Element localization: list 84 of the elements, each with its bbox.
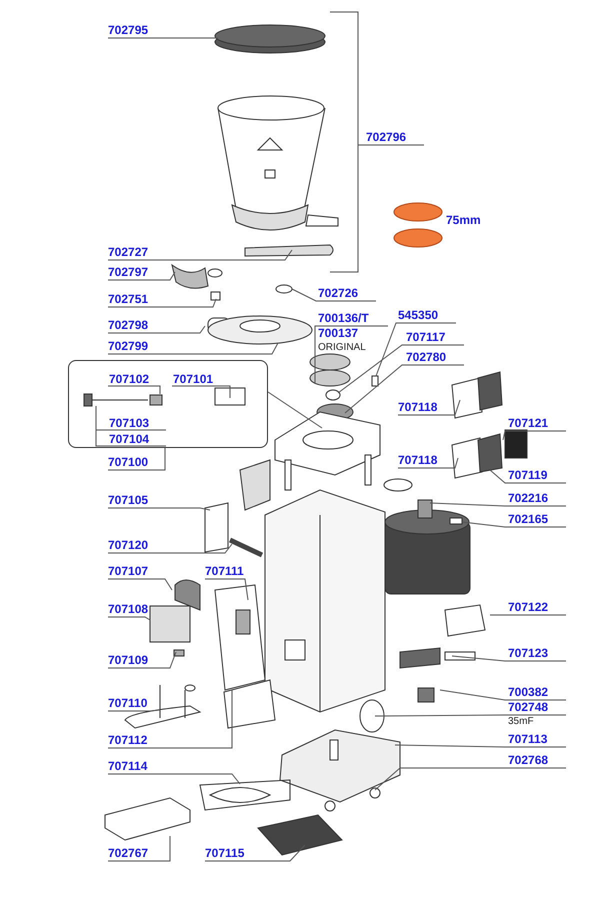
part-number: 707102 — [109, 371, 167, 387]
part-number: 702767 — [108, 845, 166, 861]
leader-line — [108, 836, 170, 862]
part-number: 707101 — [173, 371, 231, 387]
part-number: 707109 — [108, 652, 166, 668]
leader-line — [108, 342, 278, 354]
leader-line — [108, 326, 206, 334]
leader-line — [374, 714, 566, 716]
part-number: 707112 — [108, 732, 166, 748]
note-text: ORIGINAL — [318, 342, 366, 354]
leader-line — [108, 652, 176, 668]
part-number: 707121 — [508, 415, 566, 431]
leader-line — [490, 470, 566, 484]
leader-line — [108, 272, 176, 280]
leader-line — [108, 578, 172, 590]
part-number: 700382 — [508, 684, 566, 700]
part-number: 545350 — [398, 307, 456, 323]
leader-line — [452, 656, 566, 662]
part-number: 702780 — [406, 349, 464, 365]
part-number: 707115 — [205, 845, 263, 861]
part-number: 707110 — [108, 695, 166, 711]
part-number: 707107 — [108, 563, 166, 579]
part-number: 707123 — [508, 645, 566, 661]
part-number: 702768 — [508, 752, 566, 768]
leader-line — [108, 386, 160, 394]
leader-line — [96, 430, 166, 446]
part-number: 702165 — [508, 511, 566, 527]
leader-line — [376, 322, 456, 376]
leader-line — [490, 614, 566, 616]
part-number: 702216 — [508, 490, 566, 506]
part-number: 707118 — [398, 399, 456, 415]
leader-line — [430, 502, 566, 506]
leader-line — [358, 136, 424, 146]
part-number: 707118 — [398, 452, 456, 468]
leader-line — [204, 844, 306, 862]
part-number: 707111 — [205, 563, 263, 579]
part-number: 707105 — [108, 492, 166, 508]
leader-line — [108, 544, 232, 554]
leader-line — [398, 458, 458, 468]
part-number: 702751 — [108, 291, 166, 307]
leader-line — [108, 774, 240, 784]
leader-line — [394, 744, 566, 748]
part-number: 707103 — [109, 415, 167, 431]
leader-line — [172, 386, 230, 398]
part-number: 707100 — [108, 454, 166, 470]
leader-line — [462, 522, 566, 528]
note-text: 35mF — [508, 716, 534, 728]
leader-line — [338, 344, 464, 394]
burr-size-label: 75mm — [446, 212, 481, 229]
leader-line — [108, 250, 292, 260]
part-number: 707119 — [508, 467, 566, 483]
leader-line — [108, 690, 232, 748]
leader-line — [292, 288, 376, 302]
part-number: 702795 — [108, 22, 166, 38]
part-number: 707114 — [108, 758, 166, 774]
leader-line — [108, 616, 150, 620]
part-number: 702798 — [108, 317, 166, 333]
part-number: 707117 — [406, 329, 464, 345]
part-number: 702797 — [108, 264, 166, 280]
leader-line — [314, 326, 388, 384]
leader-line — [108, 298, 216, 308]
group-frame — [68, 360, 268, 448]
part-number: 707122 — [508, 599, 566, 615]
leader-line — [108, 710, 160, 712]
part-number: 702799 — [108, 338, 166, 354]
leader-line — [108, 448, 166, 470]
part-number: 702796 — [366, 129, 424, 145]
leader-line — [96, 406, 166, 430]
part-number: 707113 — [508, 731, 566, 747]
part-number: 700137 — [318, 325, 364, 341]
leader-line — [108, 508, 210, 510]
leader-line — [502, 430, 566, 440]
part-number: 707108 — [108, 601, 166, 617]
leader-line — [374, 768, 566, 790]
part-number: 707120 — [108, 537, 166, 553]
part-number: 700136/T — [318, 310, 388, 326]
part-number: 702748 — [508, 699, 566, 715]
leader-line — [268, 392, 322, 428]
leader-line — [204, 578, 248, 600]
part-number: 702727 — [108, 244, 166, 260]
leader-line — [440, 690, 566, 700]
leader-line — [344, 364, 464, 414]
part-number: 702726 — [318, 285, 376, 301]
part-number: 707104 — [109, 431, 167, 447]
